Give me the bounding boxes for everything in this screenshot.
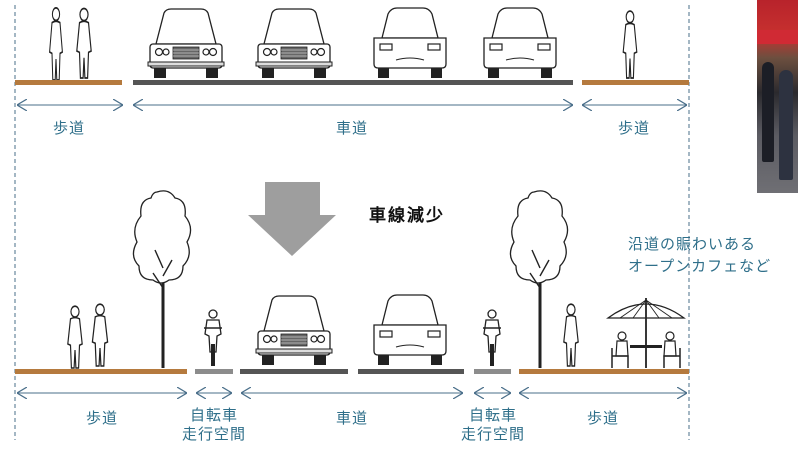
car-rear-icon bbox=[373, 7, 447, 79]
pedestrian-icon bbox=[75, 7, 93, 79]
sidewalk-strip bbox=[519, 369, 689, 374]
tree-icon bbox=[131, 189, 193, 370]
pedestrian-icon bbox=[91, 303, 109, 367]
bike-lane-strip bbox=[474, 369, 511, 374]
lane-reduction-title: 車線減少 bbox=[369, 206, 445, 226]
bike-lane-left-line2: 走行空間 bbox=[181, 425, 247, 443]
roadway-strip bbox=[133, 80, 573, 85]
open-cafe-icon bbox=[606, 298, 686, 368]
bike-lane-left-label: 自転車 走行空間 bbox=[182, 406, 246, 444]
pedestrian-icon bbox=[67, 305, 83, 369]
bike-lane-right-line2: 走行空間 bbox=[460, 425, 526, 443]
car-rear-icon bbox=[373, 294, 447, 366]
down-arrow-icon bbox=[248, 182, 336, 256]
sidewalk-strip bbox=[15, 369, 187, 374]
car-front-icon bbox=[147, 8, 225, 79]
street-cafe-photo bbox=[757, 0, 798, 193]
bottom-sidewalk-left-label: 歩道 bbox=[85, 409, 119, 427]
pedestrian-icon bbox=[563, 303, 579, 367]
roadway-strip bbox=[240, 369, 348, 374]
top-roadway-label: 車道 bbox=[335, 119, 369, 137]
bike-lane-right-label: 自転車 走行空間 bbox=[461, 406, 525, 444]
car-front-icon bbox=[255, 8, 333, 79]
bike-lane-right-line1: 自転車 bbox=[468, 406, 518, 424]
bottom-sidewalk-right-label: 歩道 bbox=[586, 409, 620, 427]
cafe-caption: 沿道の賑わいある オープンカフェなど bbox=[628, 233, 771, 277]
sidewalk-strip bbox=[15, 80, 122, 85]
top-section bbox=[15, 6, 689, 105]
car-front-icon bbox=[255, 295, 333, 366]
roadway-strip bbox=[358, 369, 464, 374]
car-rear-icon bbox=[483, 7, 557, 79]
bike-lane-strip bbox=[195, 369, 233, 374]
tree-icon bbox=[508, 189, 570, 370]
cyclist-icon bbox=[203, 309, 223, 367]
cafe-caption-line1: 沿道の賑わいある bbox=[628, 235, 757, 253]
pedestrian-icon bbox=[48, 6, 64, 81]
bottom-section bbox=[15, 189, 689, 393]
bike-lane-left-line1: 自転車 bbox=[189, 406, 239, 424]
top-sidewalk-right-label: 歩道 bbox=[617, 119, 651, 137]
cyclist-icon bbox=[482, 309, 502, 367]
cafe-caption-line2: オープンカフェなど bbox=[628, 257, 772, 275]
pedestrian-icon bbox=[622, 10, 638, 79]
top-sidewalk-left-label: 歩道 bbox=[52, 119, 86, 137]
bottom-roadway-label: 車道 bbox=[335, 409, 369, 427]
sidewalk-strip bbox=[582, 80, 689, 85]
